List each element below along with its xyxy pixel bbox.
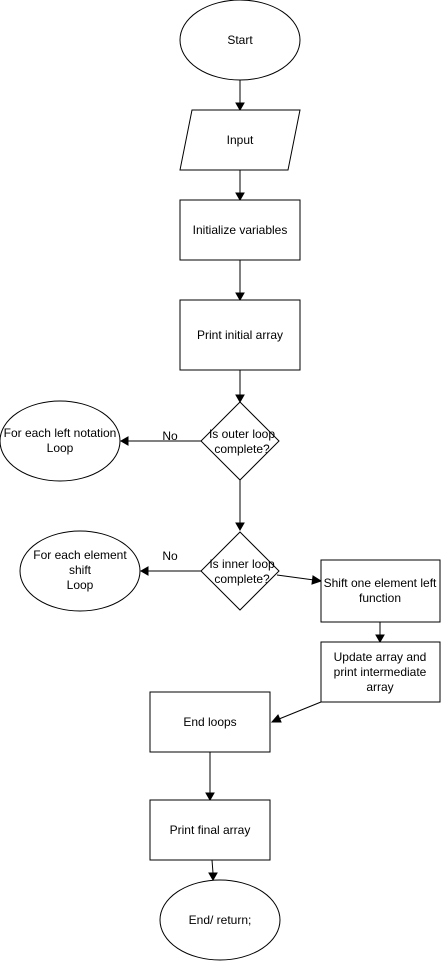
inner-no-label: No <box>162 549 178 563</box>
init-variables-label: Initialize variables <box>193 223 288 237</box>
outer-loop-decision: Is outer loop complete? <box>200 401 280 481</box>
inner-loop-label-line2: complete? <box>214 572 270 586</box>
shift-function-label-line2: function <box>359 591 401 605</box>
end-return-node: End/ return; <box>159 879 281 961</box>
edge-update-to-endloops <box>270 701 322 723</box>
edge-init-to-print <box>235 260 245 302</box>
left-notation-loop-label-line2: Loop <box>47 441 74 455</box>
start-node: Start <box>179 0 301 81</box>
shift-function-node: Shift one element left function <box>320 559 441 623</box>
edge-start-to-input <box>235 80 245 112</box>
element-shift-loop-label-line2: shift <box>69 563 92 577</box>
inner-loop-decision: Is inner loop complete? <box>200 531 280 611</box>
update-array-label-line1: Update array and <box>334 650 427 664</box>
update-array-label-line2: print intermediate <box>334 665 427 679</box>
element-shift-loop-node: For each element shift Loop <box>19 530 141 612</box>
edge-outer-to-inner <box>235 480 245 532</box>
end-return-label: End/ return; <box>189 913 252 927</box>
outer-loop-label-line1: Is outer loop <box>209 427 275 441</box>
print-final-array-label: Print final array <box>170 823 251 837</box>
outer-loop-label-line2: complete? <box>214 442 270 456</box>
element-shift-loop-label-line1: For each element <box>33 548 127 562</box>
init-variables-node: Initialize variables <box>179 199 301 261</box>
outer-no-label: No <box>162 429 178 443</box>
edge-printfinal-to-end <box>208 859 218 882</box>
input-node: Input <box>179 109 301 171</box>
shift-function-label-line1: Shift one element left <box>324 576 437 590</box>
edge-endloops-to-printfinal <box>205 752 215 802</box>
end-loops-label: End loops <box>183 715 236 729</box>
left-notation-loop-node: For each left notation Loop <box>0 400 121 482</box>
edge-inner-to-shift <box>276 574 323 585</box>
edge-inner-no <box>139 566 203 576</box>
print-final-array-node: Print final array <box>149 799 271 861</box>
print-initial-array-node: Print initial array <box>179 299 301 371</box>
end-loops-node: End loops <box>149 691 271 753</box>
edge-outer-no <box>119 436 203 446</box>
input-label: Input <box>227 133 254 147</box>
inner-loop-label-line1: Is inner loop <box>209 557 275 571</box>
update-array-node: Update array and print intermediate arra… <box>320 641 441 703</box>
print-initial-array-label: Print initial array <box>197 328 283 342</box>
edge-print-to-outer <box>235 370 245 404</box>
left-notation-loop-label-line1: For each left notation <box>4 426 117 440</box>
edges <box>119 80 385 882</box>
edge-input-to-init <box>235 170 245 202</box>
update-array-label-line3: array <box>366 680 393 694</box>
edge-shift-to-update <box>375 622 385 644</box>
start-label: Start <box>227 33 253 47</box>
element-shift-loop-label-line3: Loop <box>67 578 94 592</box>
